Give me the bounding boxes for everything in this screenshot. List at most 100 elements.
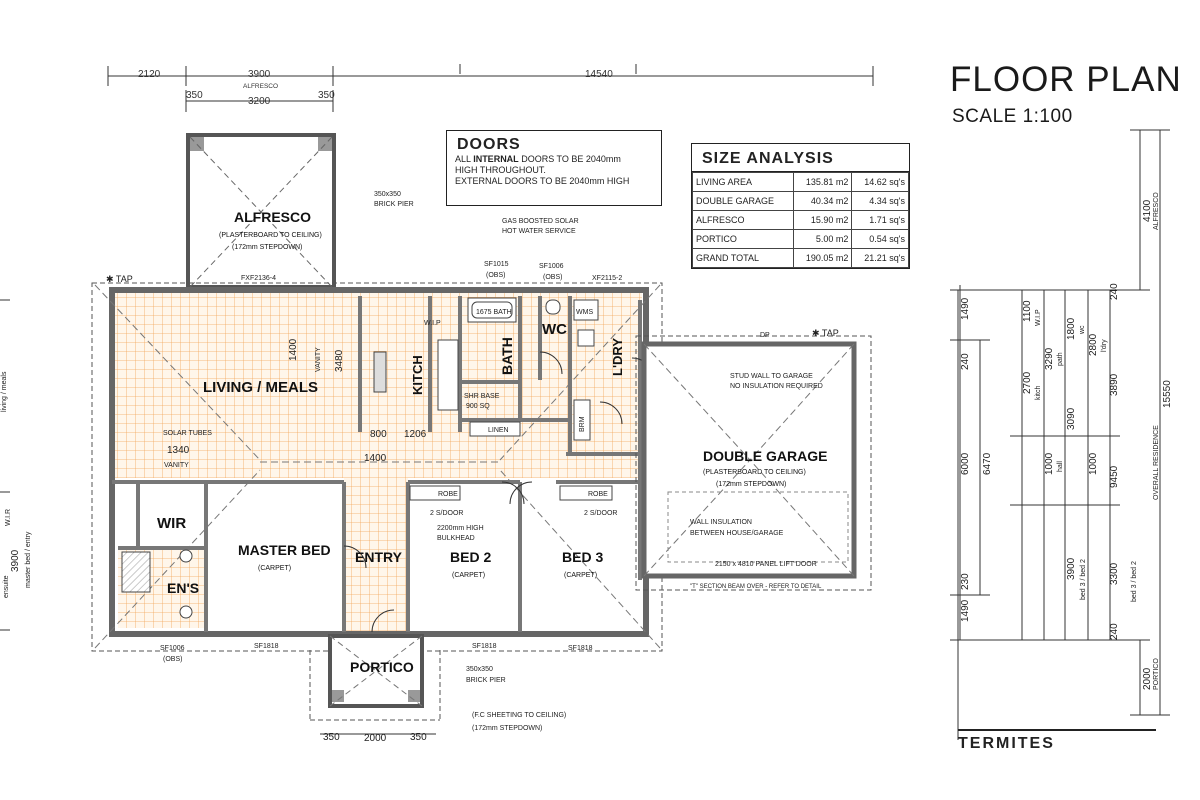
wms-label: WMS — [576, 309, 593, 316]
area-label: DOUBLE GARAGE — [692, 191, 794, 211]
garage-ceiling-note: (PLASTERBOARD TO CEILING) — [703, 469, 806, 476]
robe-label-1: ROBE — [438, 491, 458, 498]
robe-label-2: ROBE — [588, 491, 608, 498]
right-dim-240-c: 240 — [1109, 623, 1120, 640]
room-bed-2: BED 2 — [450, 549, 491, 565]
area-label: LIVING AREA — [692, 172, 794, 192]
doors-line-1-suffix: DOORS TO BE 2040mm — [518, 154, 621, 164]
doors-heading: DOORS — [457, 136, 521, 153]
garage-area — [635, 335, 872, 591]
dim-1400: 1400 — [364, 453, 387, 464]
downpipe-label: DP — [760, 332, 770, 339]
size-analysis-heading: SIZE ANALYSIS — [692, 144, 909, 172]
broom-label: BRM — [579, 416, 586, 432]
master-bed-floor-note: (CARPET) — [258, 565, 291, 572]
area-m2: 5.00 m2 — [792, 229, 853, 249]
window-sf1818-b: SF1818 — [472, 643, 497, 650]
vanity-label-1: VANITY — [164, 462, 189, 469]
right-dim-230: 230 — [960, 573, 971, 590]
dim-3900: 3900 — [248, 69, 271, 80]
window-xf2115: XF2115-2 — [592, 275, 622, 282]
area-m2: 190.05 m2 — [792, 248, 853, 268]
left-ensuite-label: ensuite — [3, 575, 10, 598]
dim-350-right: 350 — [318, 90, 335, 101]
area-m2: 135.81 m2 — [792, 172, 853, 192]
stud-wall-note-1: STUD WALL TO GARAGE — [730, 373, 813, 380]
right-dim-2800: 2800 — [1088, 333, 1099, 356]
window-sf1015: SF1015 — [484, 261, 509, 268]
window-sf1006: SF1006 — [539, 263, 564, 270]
bed-3-floor-note: (CARPET) — [564, 572, 597, 579]
termites-heading: TERMITES — [958, 735, 1055, 752]
right-dim-3090: 3090 — [1066, 407, 1077, 430]
right-dim-1490-b: 1490 — [960, 599, 971, 622]
dim-1340: 1340 — [167, 445, 190, 456]
shower-size-label: 900 SQ — [466, 403, 490, 410]
bulkhead-note-2: BULKHEAD — [437, 535, 475, 542]
dim-2120: 2120 — [138, 69, 161, 80]
pier-note-top: 350x350 — [374, 191, 401, 198]
portico-stepdown-note: (172mm STEPDOWN) — [472, 725, 542, 732]
pier-note-bottom: 350x350 — [466, 666, 493, 673]
stud-wall-note-2: NO INSULATION REQUIRED — [730, 383, 823, 390]
gas-note-1: GAS BOOSTED SOLAR — [502, 218, 579, 225]
drawing-title: FLOOR PLAN — [950, 60, 1182, 99]
bottom-dim-350-right: 350 — [410, 732, 427, 743]
room-entry: ENTRY — [355, 549, 403, 565]
shower-base-label: SHR BASE — [464, 393, 500, 400]
window-obs-3: (OBS) — [163, 656, 182, 663]
sliding-door-1: 2 S/DOOR — [430, 510, 463, 517]
window-sf1818-c: SF1818 — [568, 645, 593, 652]
right-dim-3290: 3290 — [1044, 347, 1055, 370]
doors-line-1: ALL INTERNAL DOORS TO BE 2040mm — [455, 154, 661, 165]
window-sf1006-b: SF1006 — [160, 645, 185, 652]
right-dim-1000-a: 1000 — [1044, 452, 1055, 475]
dim-3480: 3480 — [334, 349, 345, 372]
pier-note-bottom-2: BRICK PIER — [466, 677, 506, 684]
linen-label: LINEN — [488, 427, 509, 434]
area-m2: 15.90 m2 — [792, 210, 853, 230]
left-wir-label: W.I.R — [5, 509, 12, 526]
lift-door-note: 2150 x 4810 PANEL LIFT DOOR — [715, 561, 817, 568]
area-label: ALFRESCO — [692, 210, 794, 230]
window-sf1818-a: SF1818 — [254, 643, 279, 650]
vanity-label-2: VANITY — [315, 347, 322, 372]
bulkhead-note-1: 2200mm HIGH — [437, 525, 484, 532]
doors-note-box: DOORS ALL INTERNAL DOORS TO BE 2040mm HI… — [446, 130, 662, 206]
right-portico-label: PORTICO — [1153, 658, 1160, 690]
dim-800: 800 — [370, 429, 387, 440]
room-ensuite: EN'S — [167, 580, 199, 596]
window-obs-1: (OBS) — [486, 272, 505, 279]
doors-line-1-prefix: ALL — [455, 154, 474, 164]
right-bed-label-1: bed 3 / bed 2 — [1080, 559, 1087, 600]
area-squares: 4.34 sq's — [851, 191, 909, 211]
right-wc-label: wc — [1079, 325, 1086, 335]
right-dim-240-b: 240 — [1109, 283, 1120, 300]
gas-note-2: HOT WATER SERVICE — [502, 228, 576, 235]
right-dim-1000-b: 1000 — [1088, 452, 1099, 475]
right-wip-label: W.I.P — [1035, 309, 1042, 326]
area-squares: 14.62 sq's — [851, 172, 909, 192]
area-squares: 1.71 sq's — [851, 210, 909, 230]
area-m2: 40.34 m2 — [792, 191, 853, 211]
alfresco-ceiling-note: (PLASTERBOARD TO CEILING) — [219, 232, 322, 239]
right-dim-240-a: 240 — [960, 353, 971, 370]
doors-line-1-bold: INTERNAL — [473, 154, 519, 164]
wip-label: W.I.P — [424, 320, 441, 327]
top-dimension-line — [107, 64, 874, 112]
garage-stepdown-note: (172mm STEPDOWN) — [716, 481, 786, 488]
right-dim-9450: 9450 — [1109, 465, 1120, 488]
right-dim-6000: 6000 — [960, 452, 971, 475]
area-squares: 0.54 sq's — [851, 229, 909, 249]
right-dim-1490-a: 1490 — [960, 297, 971, 320]
solar-tubes-label: SOLAR TUBES — [163, 430, 212, 437]
right-dim-3890: 3890 — [1109, 373, 1120, 396]
dim-alfresco-label: ALFRESCO — [243, 83, 278, 90]
